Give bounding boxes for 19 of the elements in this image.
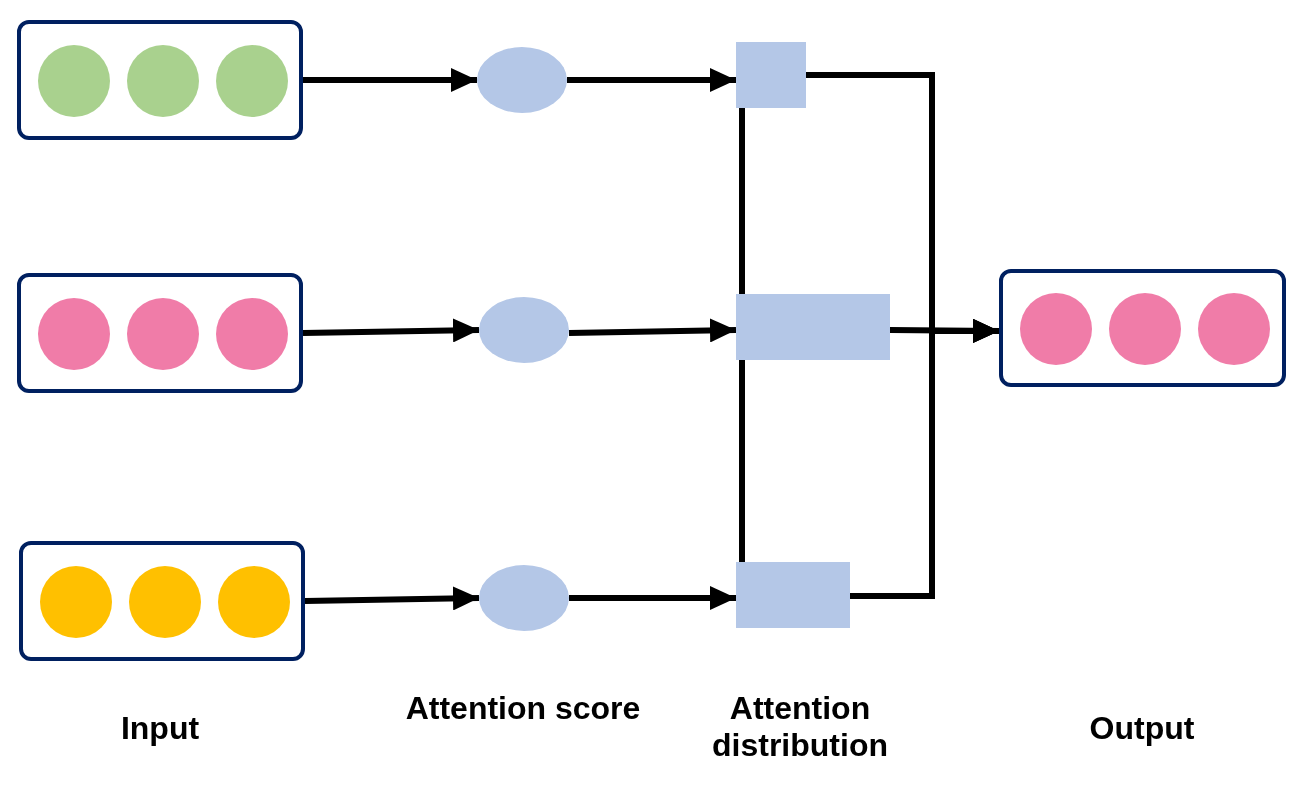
distribution-block	[736, 294, 890, 360]
vector-box	[999, 269, 1286, 387]
arrow	[568, 318, 737, 343]
column-label: Attention distribution	[711, 690, 889, 764]
column-label: Output	[1088, 710, 1196, 747]
vector-box	[17, 20, 303, 140]
connector-line	[739, 360, 745, 562]
arrow	[569, 586, 736, 610]
arrow	[303, 68, 477, 92]
arrow	[567, 68, 736, 92]
distribution-block	[736, 42, 806, 108]
vector-box	[19, 541, 305, 661]
vector-box	[17, 273, 303, 393]
arrow	[304, 586, 480, 611]
distribution-block	[736, 562, 850, 628]
column-label: Input	[119, 710, 201, 747]
connector-line	[739, 108, 745, 294]
column-label: Attention score	[404, 690, 642, 727]
arrow	[302, 318, 480, 343]
